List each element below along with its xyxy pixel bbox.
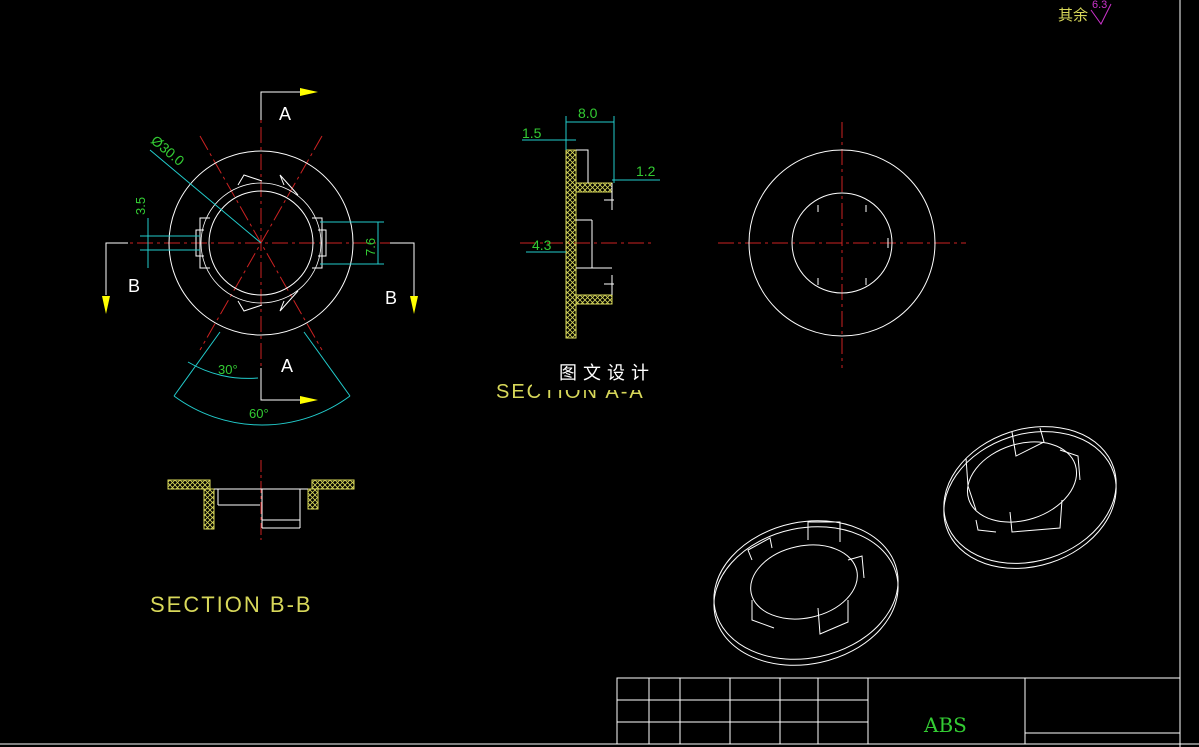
angle-60: 60° [249,406,269,421]
front-view: A A B B Ø30.0 3.5 7.6 30° 6 [102,88,418,426]
angle-30: 30° [218,362,238,377]
title-block [616,677,1181,745]
material-label: ABS [923,713,967,737]
side-view [718,122,966,368]
dim-1-5: 1.5 [522,125,542,141]
dim-8-0: 8.0 [578,105,598,121]
watermark: 图文设计 [532,358,682,390]
surface-finish-value: 6.3 [1092,0,1107,11]
section-mark-top: A [279,104,291,124]
section-mark-bottom: A [281,356,293,376]
section-mark-left: B [128,276,140,296]
section-bb-caption: SECTION B-B [150,592,313,617]
isometric-view-1 [713,520,899,666]
isometric-view-2 [943,426,1117,569]
surface-finish-text: 其余 [1058,6,1088,24]
dim-1-2: 1.2 [636,163,656,179]
dim-4-3: 4.3 [532,237,552,253]
dim-7-6: 7.6 [363,238,378,256]
section-bb-view: SECTION B-B [150,460,355,617]
dim-diameter: Ø30.0 [148,132,188,169]
section-mark-right: B [385,288,397,308]
surface-finish-symbol: 其余 6.3 [1058,0,1112,25]
dim-3-5: 3.5 [133,197,148,215]
